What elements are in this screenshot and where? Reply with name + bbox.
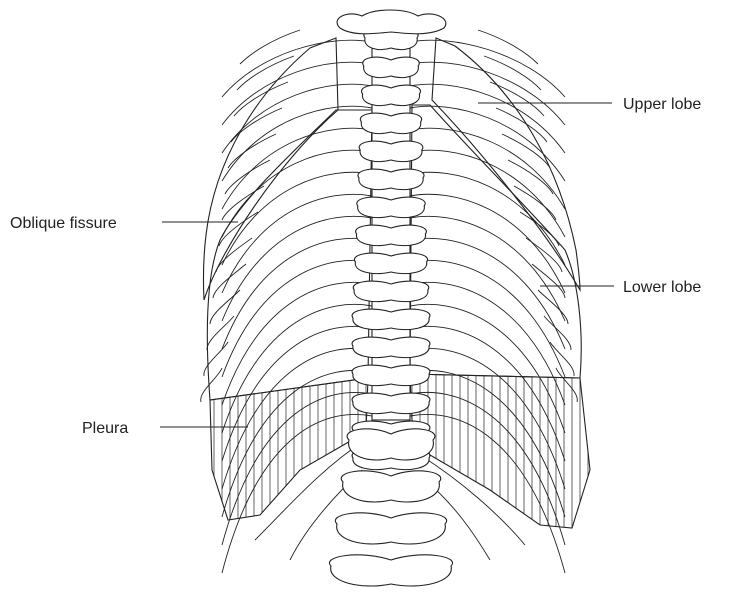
rib-tip-right <box>484 56 541 90</box>
rib-tip-right <box>478 30 538 64</box>
lumbar-vertebra <box>347 429 435 460</box>
vertebra <box>357 197 425 217</box>
label-text-pleura: Pleura <box>82 420 128 437</box>
rib-tip-left <box>225 160 270 194</box>
lumbar-vertebra <box>341 471 441 502</box>
rib-right <box>410 84 565 153</box>
label-text-oblique-fissure: Oblique fissure <box>10 215 117 232</box>
vertebra <box>352 309 430 329</box>
rib-left <box>222 238 372 349</box>
vertebra <box>352 337 430 357</box>
rib-left <box>222 106 372 181</box>
rib-right <box>410 282 565 405</box>
label-oblique-fissure: Oblique fissure <box>10 215 238 232</box>
lumbar-vertebra <box>335 513 446 544</box>
rib-left <box>222 282 372 405</box>
vertebra <box>354 253 427 273</box>
rib-right <box>410 106 565 181</box>
rib-right <box>410 304 565 433</box>
pleura-left <box>210 378 368 520</box>
rib-left <box>222 304 372 433</box>
label-text-lower-lobe: Lower lobe <box>623 279 701 296</box>
label-lower-lobe: Lower lobe <box>540 279 701 296</box>
lower-lobe-left <box>207 110 372 400</box>
vertebra <box>356 225 427 245</box>
rib-tip-left <box>219 212 258 246</box>
rib-left <box>222 128 372 209</box>
vertebra <box>352 393 430 413</box>
rib-tip-left <box>207 316 234 350</box>
rib-tip-left <box>234 82 288 116</box>
rib-right <box>410 348 565 489</box>
vertebra <box>352 365 430 385</box>
rib-right <box>410 128 565 209</box>
label-text-upper-lobe: Upper lobe <box>623 96 701 113</box>
rib-left <box>222 216 372 321</box>
rib-left <box>222 172 372 265</box>
label-upper-lobe: Upper lobe <box>478 96 701 113</box>
spinal-column <box>329 10 452 586</box>
vertebra <box>362 85 421 105</box>
rib-left <box>222 348 372 489</box>
rib-tip-left <box>240 30 300 64</box>
rib-tip-right <box>538 290 568 324</box>
rib-right <box>410 260 565 377</box>
vertebra <box>353 281 428 301</box>
cervical-vertebra <box>337 10 446 34</box>
rib-left <box>222 260 372 377</box>
rib-left <box>222 150 372 237</box>
rib-left <box>222 62 372 125</box>
rib-tip-right <box>508 160 553 194</box>
vertebra <box>358 169 424 189</box>
rib-tip-right <box>526 238 562 272</box>
rib-right <box>410 172 565 265</box>
vertebra <box>359 141 423 161</box>
vertebra <box>360 113 421 133</box>
lumbar-vertebra <box>329 555 452 586</box>
rib-tip-left <box>231 108 282 142</box>
rib-right <box>410 62 565 125</box>
rib-tip-left <box>237 56 294 90</box>
vertebra <box>363 57 420 77</box>
pleura-hatching-left <box>214 370 366 530</box>
rib-left <box>222 84 372 153</box>
rib-tip-right <box>532 264 565 298</box>
rib-tip-left <box>222 186 264 220</box>
rib-left <box>222 40 372 97</box>
lower-lobe-right <box>410 105 581 378</box>
rib-tip-left <box>213 264 246 298</box>
rib-right <box>410 194 565 293</box>
